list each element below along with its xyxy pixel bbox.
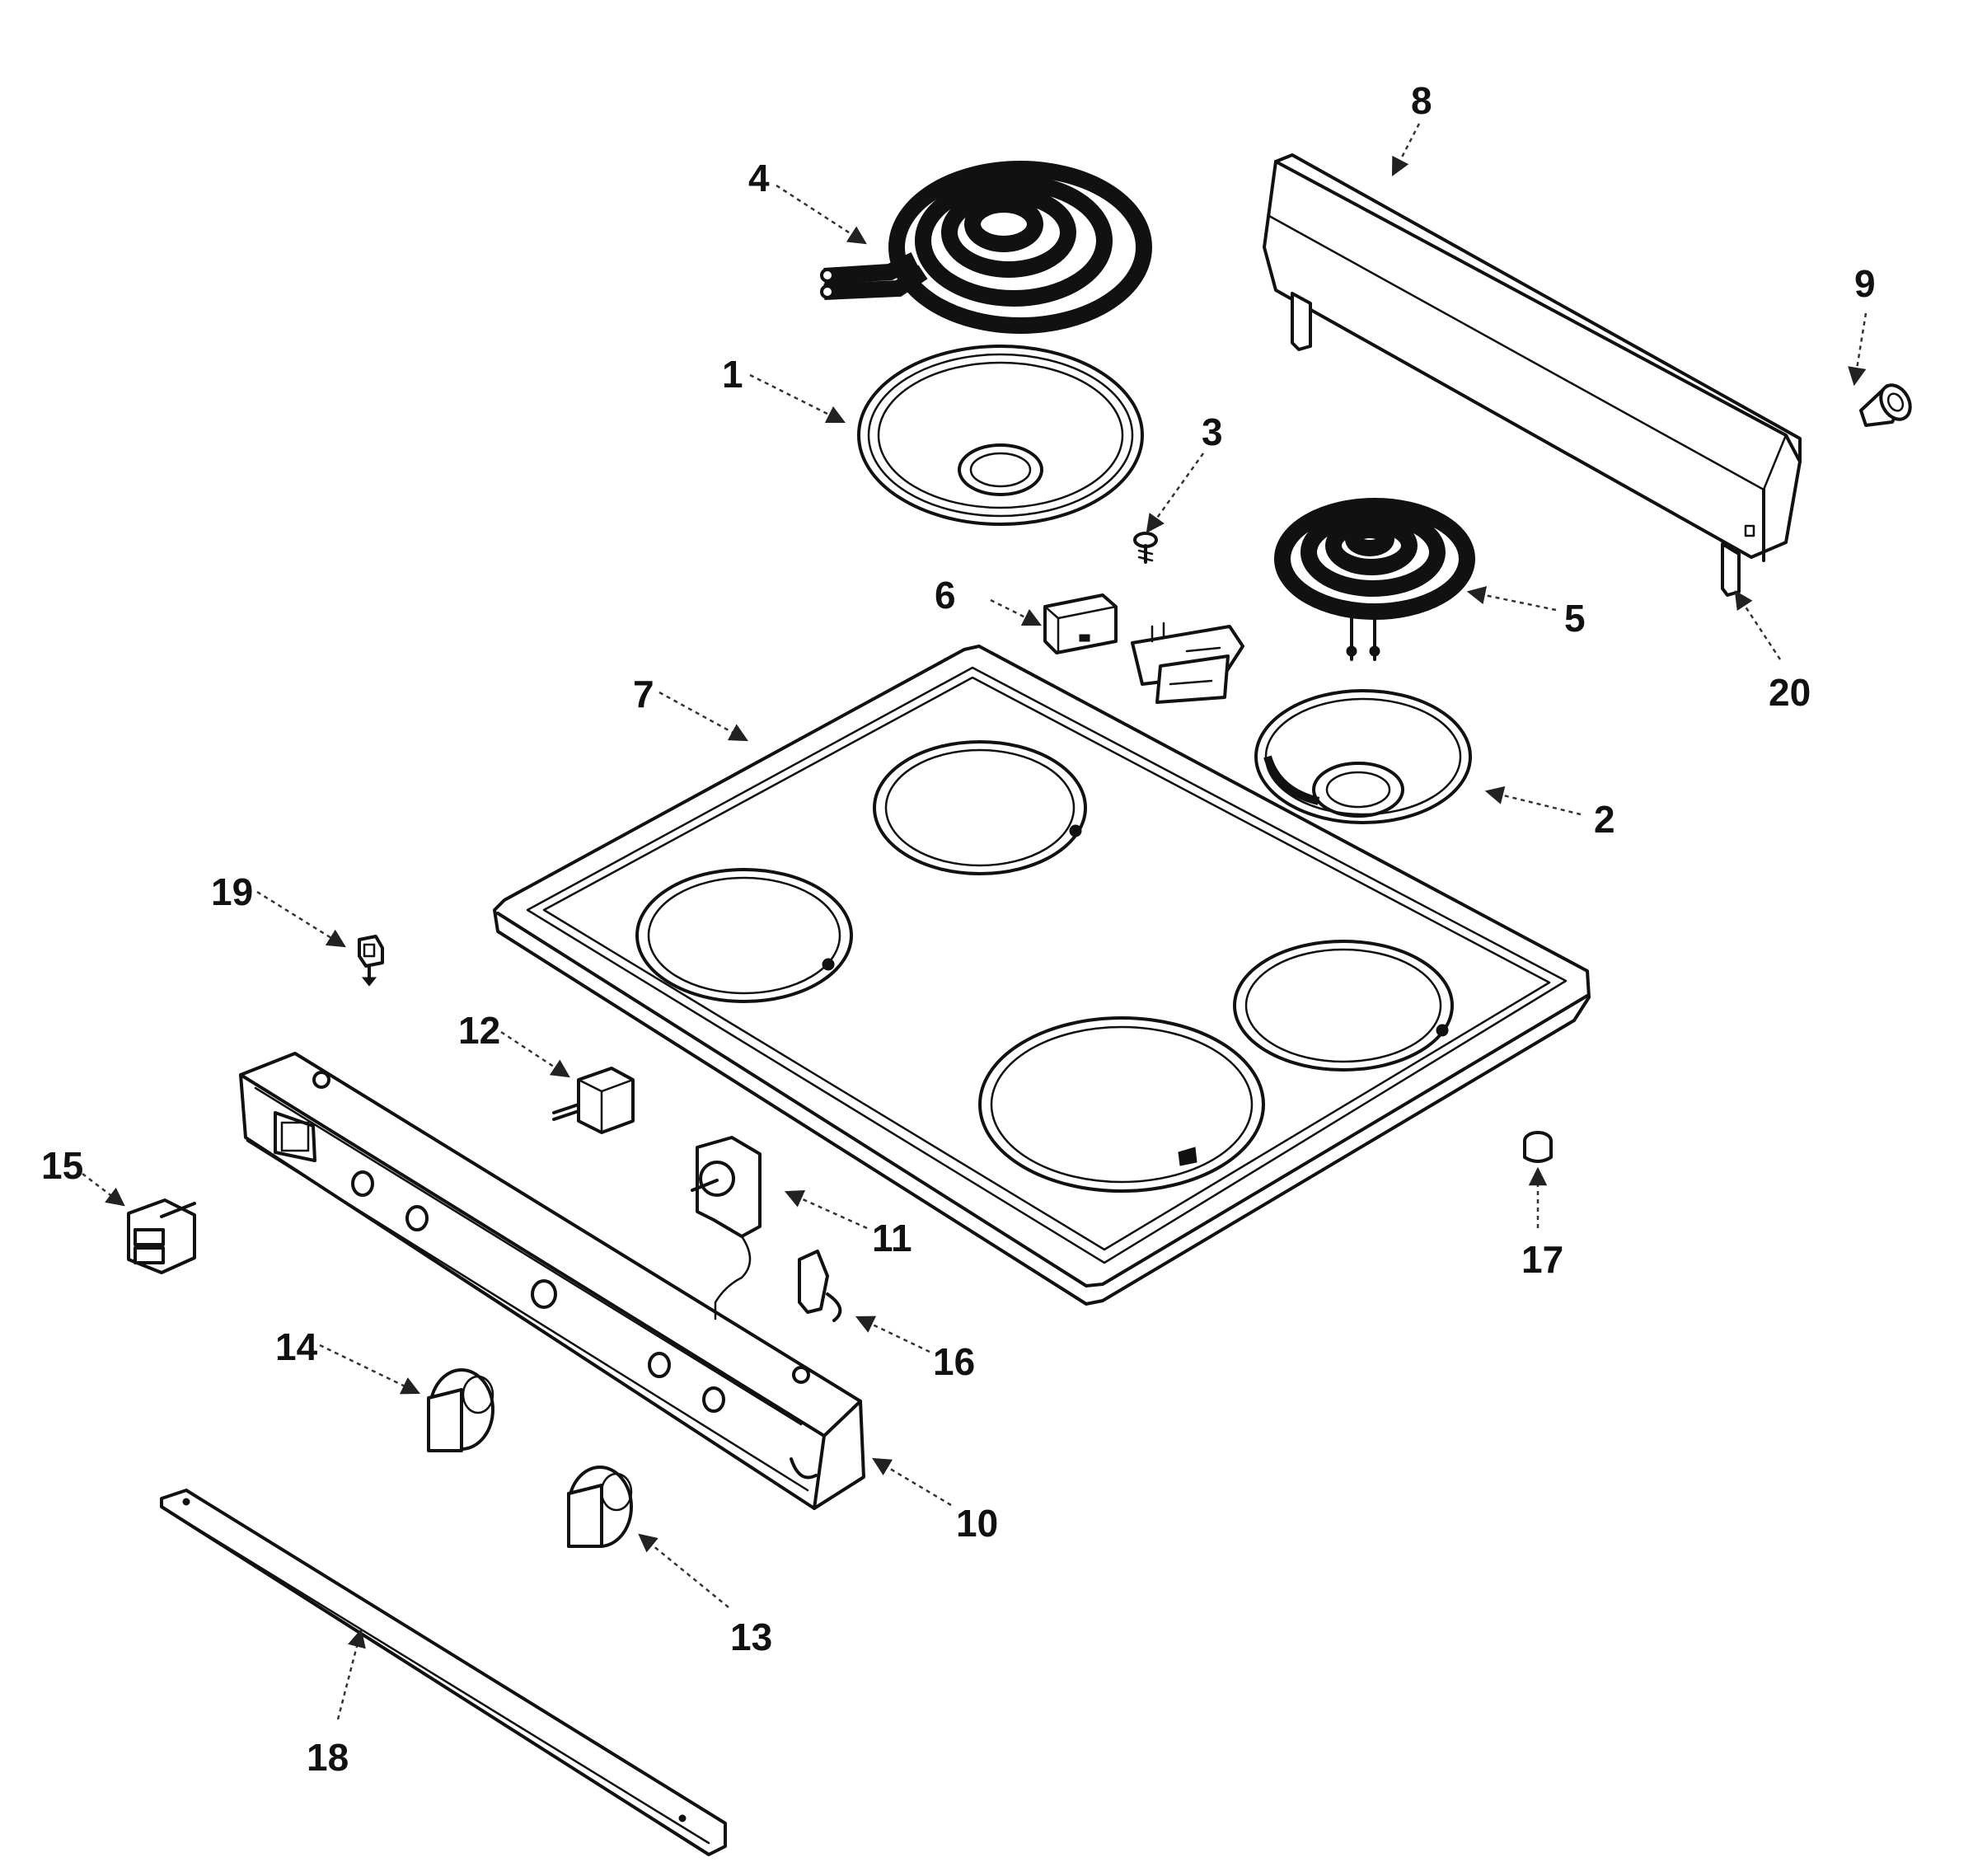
main-cooktop bbox=[493, 645, 1591, 1306]
large-drip-bowl bbox=[857, 345, 1144, 526]
clip bbox=[358, 935, 384, 987]
callout-10: 10 bbox=[956, 1502, 998, 1545]
callout-11: 11 bbox=[872, 1217, 912, 1259]
callout-18: 18 bbox=[307, 1736, 349, 1779]
callout-3: 3 bbox=[1202, 410, 1223, 453]
small-surface-element bbox=[1274, 498, 1475, 661]
callout-8: 8 bbox=[1411, 79, 1432, 122]
bracket bbox=[798, 1250, 842, 1322]
callout-6: 6 bbox=[935, 574, 956, 617]
callout-16: 16 bbox=[933, 1340, 975, 1383]
callout-15: 15 bbox=[41, 1144, 83, 1187]
timer bbox=[691, 1136, 762, 1320]
control-panel bbox=[239, 1052, 865, 1510]
callout-7: 7 bbox=[633, 673, 654, 715]
control-knob-a bbox=[427, 1368, 494, 1452]
trim-strip bbox=[160, 1489, 727, 1856]
rocker-switch bbox=[127, 1198, 196, 1274]
callout-12: 12 bbox=[458, 1009, 500, 1052]
bumper-screw bbox=[1859, 383, 1912, 427]
callout-14: 14 bbox=[275, 1325, 318, 1368]
infinite-switch bbox=[552, 1067, 635, 1134]
terminal-block bbox=[1043, 593, 1244, 704]
callout-1: 1 bbox=[722, 353, 743, 396]
control-knob-b bbox=[567, 1466, 633, 1548]
leader-lines bbox=[82, 123, 1868, 1720]
small-drip-bowl bbox=[1254, 689, 1472, 824]
callout-20: 20 bbox=[1769, 671, 1811, 714]
callout-2: 2 bbox=[1594, 798, 1615, 841]
callout-4: 4 bbox=[748, 157, 770, 199]
callout-17: 17 bbox=[1521, 1238, 1563, 1281]
large-surface-element bbox=[820, 161, 1152, 334]
callout-9: 9 bbox=[1854, 262, 1876, 305]
callout-labels: 1 2 3 4 5 6 7 8 9 10 11 12 13 14 15 16 1… bbox=[41, 79, 1876, 1779]
backguard bbox=[1263, 153, 1802, 597]
callout-13: 13 bbox=[730, 1616, 772, 1658]
callout-5: 5 bbox=[1564, 597, 1586, 640]
foot bbox=[1523, 1131, 1553, 1163]
screw bbox=[1133, 532, 1158, 564]
callout-19: 19 bbox=[211, 870, 253, 913]
